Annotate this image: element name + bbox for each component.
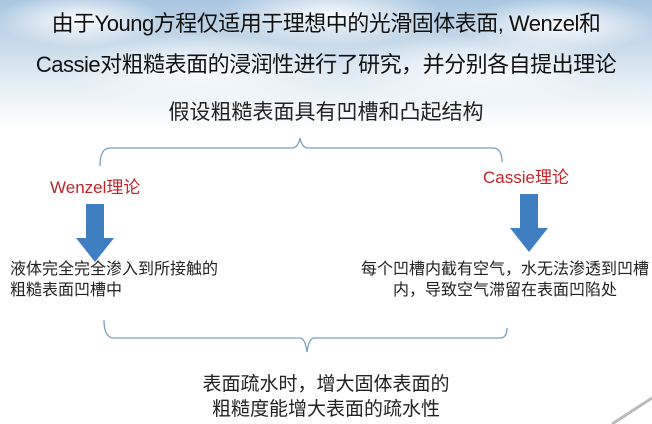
- conclusion-block: 表面疏水时，增大固体表面的 粗糙度能增大表面的疏水性: [0, 372, 652, 422]
- page-curl-decoration: [611, 396, 652, 424]
- cassie-theory-label: Cassie理论: [483, 168, 569, 187]
- wenzel-description: 液体完全完全渗入到所接触的粗糙表面凹槽中: [10, 259, 219, 299]
- wenzel-theory-label: Wenzel理论: [50, 178, 141, 197]
- conclusion-line-2: 粗糙度能增大表面的疏水性: [211, 398, 440, 420]
- conclusion-line-1: 表面疏水时，增大固体表面的: [202, 373, 450, 395]
- cloud-sky-background: [0, 0, 652, 130]
- cassie-description: 每个凹槽内截有空气，水无法渗透到凹槽内，导致空气滞留在表面凹陷处: [360, 259, 649, 299]
- intro-line-1: 由于Young方程仅适用于理想中的光滑固体表面, Wenzel和: [51, 11, 601, 36]
- bottom-brace: [103, 319, 508, 353]
- top-brace: [99, 137, 503, 167]
- intro-line-2: Cassie对粗糙表面的浸润性进行了研究，并分别各自提出理论: [35, 52, 617, 77]
- cassie-down-arrow-icon: [510, 194, 548, 252]
- wenzel-down-arrow-icon: [76, 204, 114, 262]
- premise-text: 假设粗糙表面具有凹槽和凸起结构: [168, 100, 484, 124]
